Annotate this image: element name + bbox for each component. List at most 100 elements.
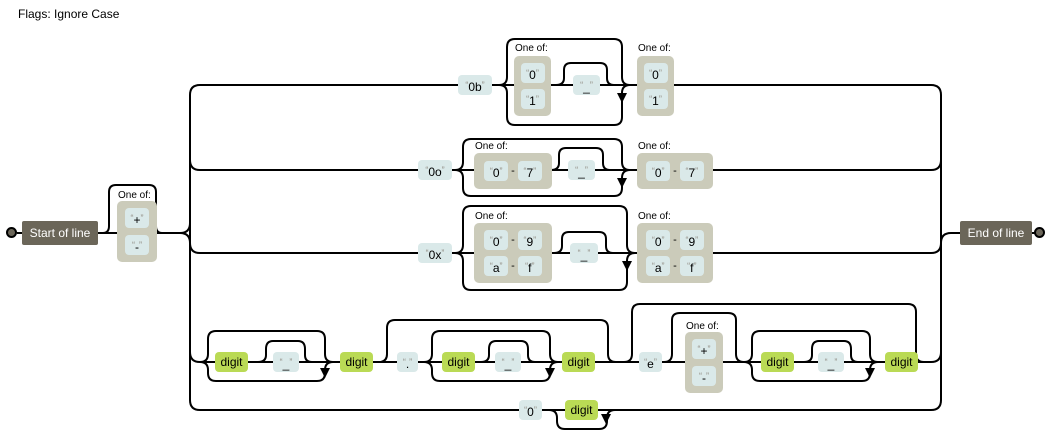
charset-row: “0” <box>520 62 545 83</box>
charset-box: “+”“-” <box>117 201 157 262</box>
close-quote: ” <box>695 166 699 176</box>
charset-item-digit_zero: “0” <box>646 161 671 181</box>
literal-char: 9 <box>526 234 534 249</box>
charset-heading: One of: <box>118 190 151 201</box>
escape-label: digit <box>567 355 590 369</box>
escape-digit: digit <box>885 352 918 372</box>
open-quote: “ <box>132 240 135 250</box>
anchor-start-of-line: Start of line <box>22 221 98 245</box>
open-quote: “ <box>824 357 828 367</box>
close-quote: ” <box>533 166 537 176</box>
open-quote: “ <box>575 165 579 175</box>
close-quote: ” <box>661 261 665 272</box>
open-quote: “ <box>577 248 581 258</box>
charset-sign: One of:“+”“-” <box>117 190 157 262</box>
close-quote: ” <box>481 80 485 90</box>
charset-item-sign_minus: “-” <box>692 366 716 386</box>
literal-underscore: “_” <box>573 75 600 95</box>
close-quote: ” <box>834 357 838 367</box>
open-quote: “ <box>523 234 527 245</box>
charset-row: “1” <box>520 89 545 110</box>
literal-underscore: “_” <box>273 352 299 372</box>
close-quote: ” <box>533 234 537 245</box>
charset-hex: One of:“0”-“9”“a”-“f” <box>474 211 552 283</box>
charset-box: “0”-“9”“a”-“f” <box>474 223 552 283</box>
charset-item-letter_f: “f” <box>517 256 542 277</box>
escape-digit: digit <box>565 400 598 420</box>
charset-row: “0”-“7” <box>484 161 542 181</box>
charset-item-digit_zero: “0” <box>520 62 545 83</box>
charset-box: “0”-“7” <box>637 153 713 189</box>
close-quote: ” <box>499 166 503 176</box>
close-quote: ” <box>587 248 591 258</box>
charset-item-digit_zero: “0” <box>484 229 509 250</box>
charset-row: “0”-“9” <box>646 229 704 250</box>
close-quote: ” <box>653 357 657 367</box>
open-quote: “ <box>651 234 655 245</box>
flags-label: Flags: Ignore Case <box>18 7 120 21</box>
open-quote: “ <box>489 234 493 245</box>
close-quote: ” <box>584 165 588 175</box>
open-quote: “ <box>526 94 530 105</box>
charset-range-dash: - <box>673 233 677 246</box>
charset-binary: One of:“0”“1” <box>514 43 551 116</box>
charset-item-digit_nine: “9” <box>517 229 542 250</box>
charset-binary-final: One of:“0”“1” <box>637 43 674 116</box>
open-quote: “ <box>685 234 689 245</box>
close-quote: ” <box>140 213 144 223</box>
close-quote: ” <box>499 261 503 272</box>
charset-row: “0”-“9” <box>484 229 542 250</box>
charset-heading: One of: <box>686 321 719 332</box>
literal-char: 1 <box>652 94 659 109</box>
escape-digit: digit <box>215 352 248 372</box>
literal-prefix-hex: “0x” <box>418 243 452 263</box>
charset-range-dash: - <box>511 233 515 246</box>
charset-range-dash: - <box>673 165 677 177</box>
charset-row: “+” <box>125 208 149 228</box>
close-quote: ” <box>589 80 593 90</box>
charset-row: “a”-“f” <box>484 256 542 277</box>
literal-underscore: “_” <box>818 352 844 372</box>
charset-octal: One of:“0”-“7” <box>474 141 552 189</box>
charset-item-sign_plus: “+” <box>125 208 149 228</box>
charset-row: “0”-“7” <box>646 161 704 181</box>
charset-heading: One of: <box>475 141 508 152</box>
open-quote: “ <box>649 94 653 105</box>
open-quote: “ <box>526 67 530 78</box>
loop-arrow-icons <box>320 93 875 424</box>
escape-digit: digit <box>340 352 373 372</box>
open-quote: “ <box>685 166 689 176</box>
charset-item-digit_seven: “7” <box>517 161 542 181</box>
charset-box: “0” “1” <box>514 56 551 116</box>
charset-item-digit_seven: “7” <box>679 161 704 181</box>
escape-digit: digit <box>442 352 475 372</box>
close-quote: ” <box>661 166 665 176</box>
literal-char: 0x <box>428 248 442 262</box>
literal-char: 0 <box>529 67 536 82</box>
close-quote: ” <box>531 261 535 272</box>
open-quote: “ <box>687 261 691 272</box>
close-quote: ” <box>139 240 142 250</box>
literal-char: e <box>647 357 654 371</box>
literal-char: 9 <box>688 234 696 249</box>
literal-char: 7 <box>526 166 534 180</box>
charset-item-digit_zero: “0” <box>484 161 509 181</box>
literal-char: 0 <box>492 166 500 180</box>
open-quote: “ <box>501 357 505 367</box>
open-quote: “ <box>425 248 429 258</box>
literal-char: 0 <box>654 234 662 249</box>
charset-item-letter_a: “a” <box>646 256 671 277</box>
charset-box: “0”-“7” <box>474 153 552 189</box>
open-quote: “ <box>489 166 493 176</box>
connector-paths <box>17 38 1036 430</box>
charset-row: “1” <box>643 89 668 110</box>
open-quote: “ <box>697 344 701 354</box>
charset-item-digit_nine: “9” <box>679 229 704 250</box>
literal-char: _ <box>504 357 512 371</box>
charset-exponent-sign: One of:“+”“-” <box>685 321 723 393</box>
open-quote: “ <box>699 371 702 381</box>
charset-hex-final: One of:“0”-“9”“a”-“f” <box>637 211 713 283</box>
charset-item-digit_zero: “0” <box>646 229 671 250</box>
charset-item-digit_one: “1” <box>643 89 668 110</box>
literal-char: 0 <box>652 67 659 82</box>
